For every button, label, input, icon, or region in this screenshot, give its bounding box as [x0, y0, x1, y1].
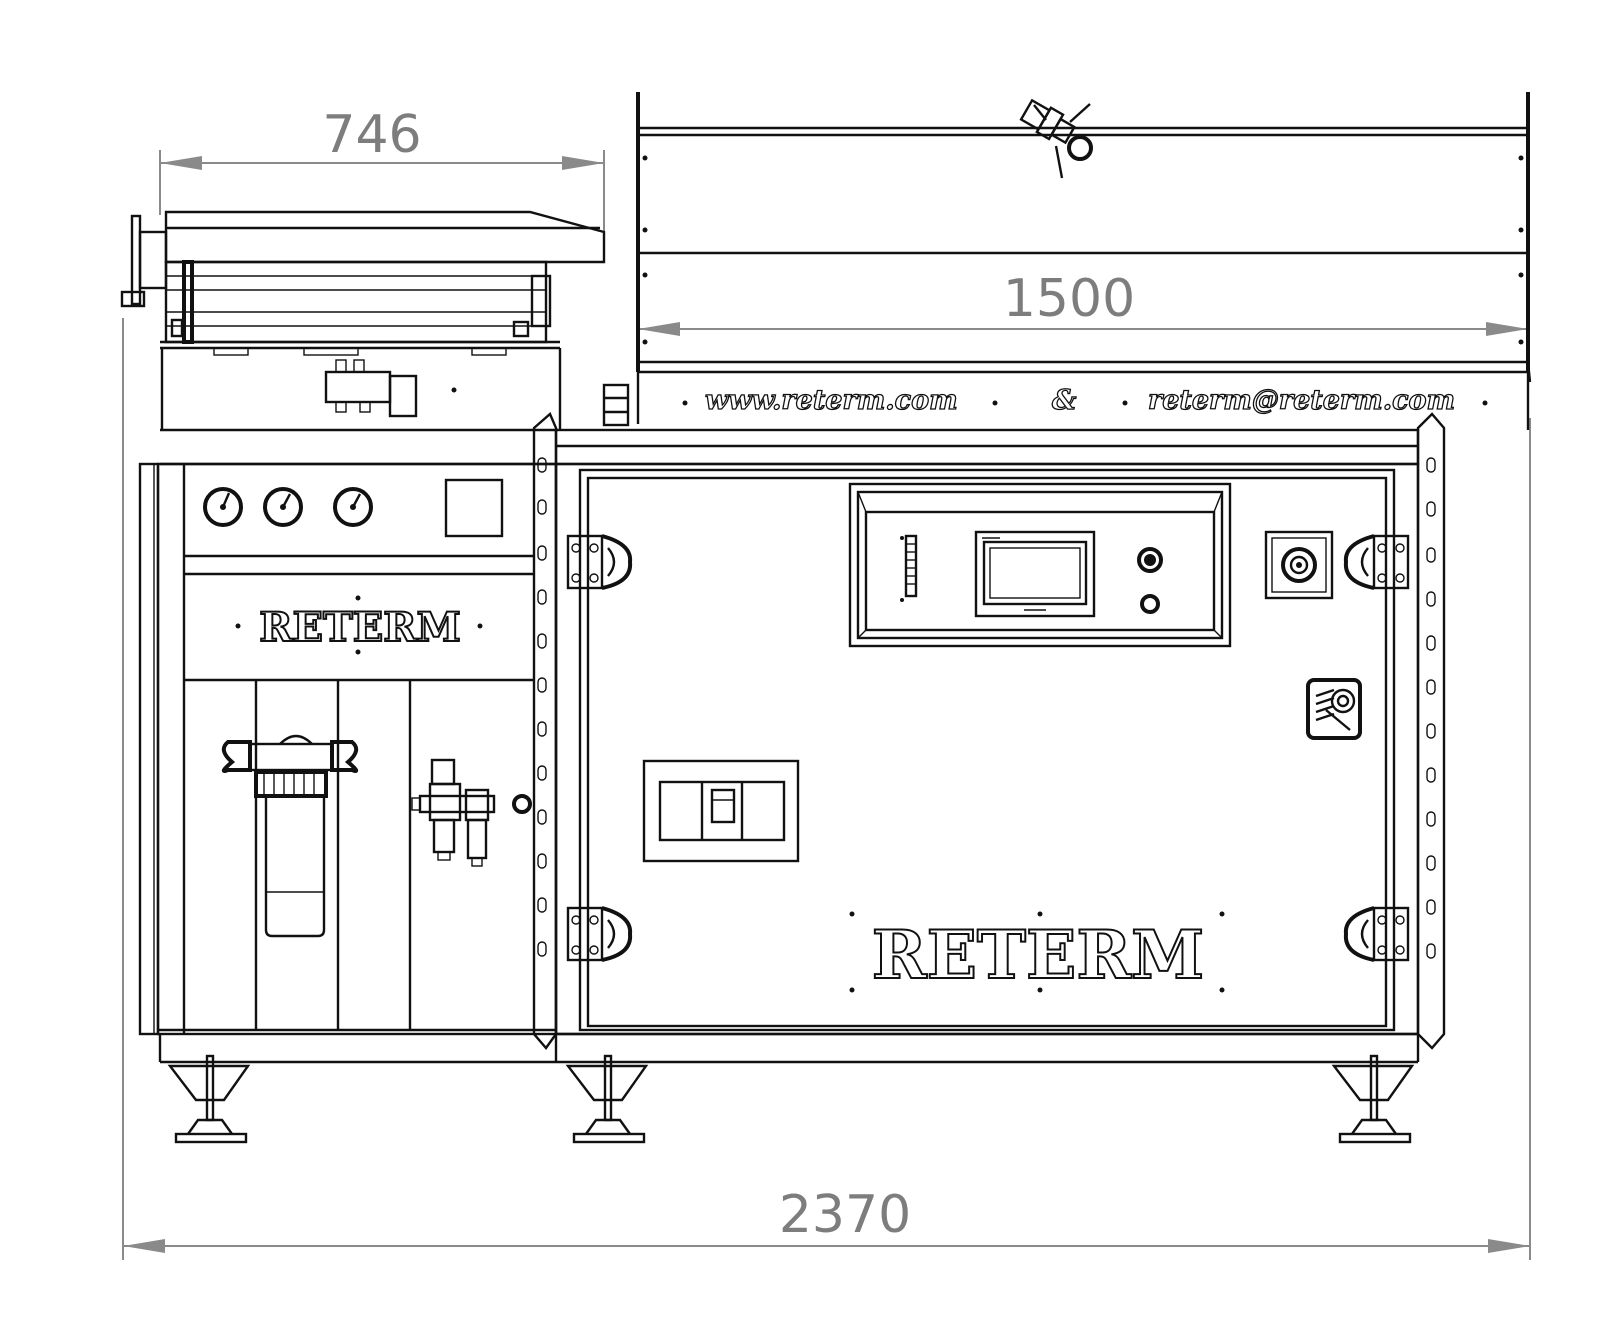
- air-regulator-icon: [411, 758, 532, 867]
- dimension-746-label: 746: [322, 105, 421, 165]
- dimension-746: 746: [159, 105, 605, 232]
- pressure-gauge-icon: [263, 487, 303, 527]
- touchscreen-display: [974, 530, 1096, 618]
- pressure-gauge-icon: [333, 487, 373, 527]
- dimension-1500: 1500: [637, 269, 1529, 345]
- dimension-2370: 2370: [122, 318, 1531, 1260]
- door-hinge: [1343, 534, 1410, 590]
- ampersand-label: &: [1052, 385, 1077, 416]
- door-hinge: [566, 534, 633, 590]
- inspection-window: [444, 478, 504, 538]
- leveling-foot: [1331, 1054, 1415, 1144]
- control-panel: [848, 482, 1232, 648]
- level-indicator: [900, 534, 918, 602]
- emergency-stop-icon: [1264, 530, 1334, 600]
- indicator-lamp: [1140, 594, 1160, 614]
- website-label: www.reterm.com: [705, 385, 958, 416]
- main-switch: [642, 759, 800, 863]
- solenoid-valve: [160, 348, 562, 430]
- leveling-foot: [167, 1054, 251, 1144]
- main-door-logo: RETERM: [849, 911, 1225, 995]
- door-hinge: [566, 906, 633, 962]
- left-cabinet: [138, 428, 558, 1064]
- pressure-gauge-icon: [203, 487, 243, 527]
- side-panel-logo-text: RETERM: [259, 604, 461, 651]
- rotary-knob-icon: [1137, 547, 1163, 573]
- website-strip: www.reterm.com & reterm@reterm.com: [636, 372, 1530, 430]
- platen-assembly: [120, 210, 606, 356]
- heater-hood: [636, 92, 1532, 383]
- connector-valve: [602, 383, 630, 427]
- right-frame-strip: [1416, 412, 1446, 1050]
- water-filter-icon: [221, 734, 359, 938]
- maintenance-tools-icon: [1306, 678, 1362, 740]
- dimension-2370-label: 2370: [779, 1185, 911, 1245]
- dimension-1500-label: 1500: [1003, 269, 1135, 329]
- main-door-logo-text: RETERM: [872, 916, 1204, 994]
- email-label: reterm@reterm.com: [1148, 385, 1455, 416]
- hood-sensor-icon: [1019, 98, 1093, 179]
- side-panel-logo: RETERM: [235, 595, 483, 655]
- main-cabinet: [554, 428, 1420, 1064]
- left-frame-strip: [532, 412, 558, 1050]
- leveling-foot: [565, 1054, 649, 1144]
- door-hinge: [1343, 906, 1410, 962]
